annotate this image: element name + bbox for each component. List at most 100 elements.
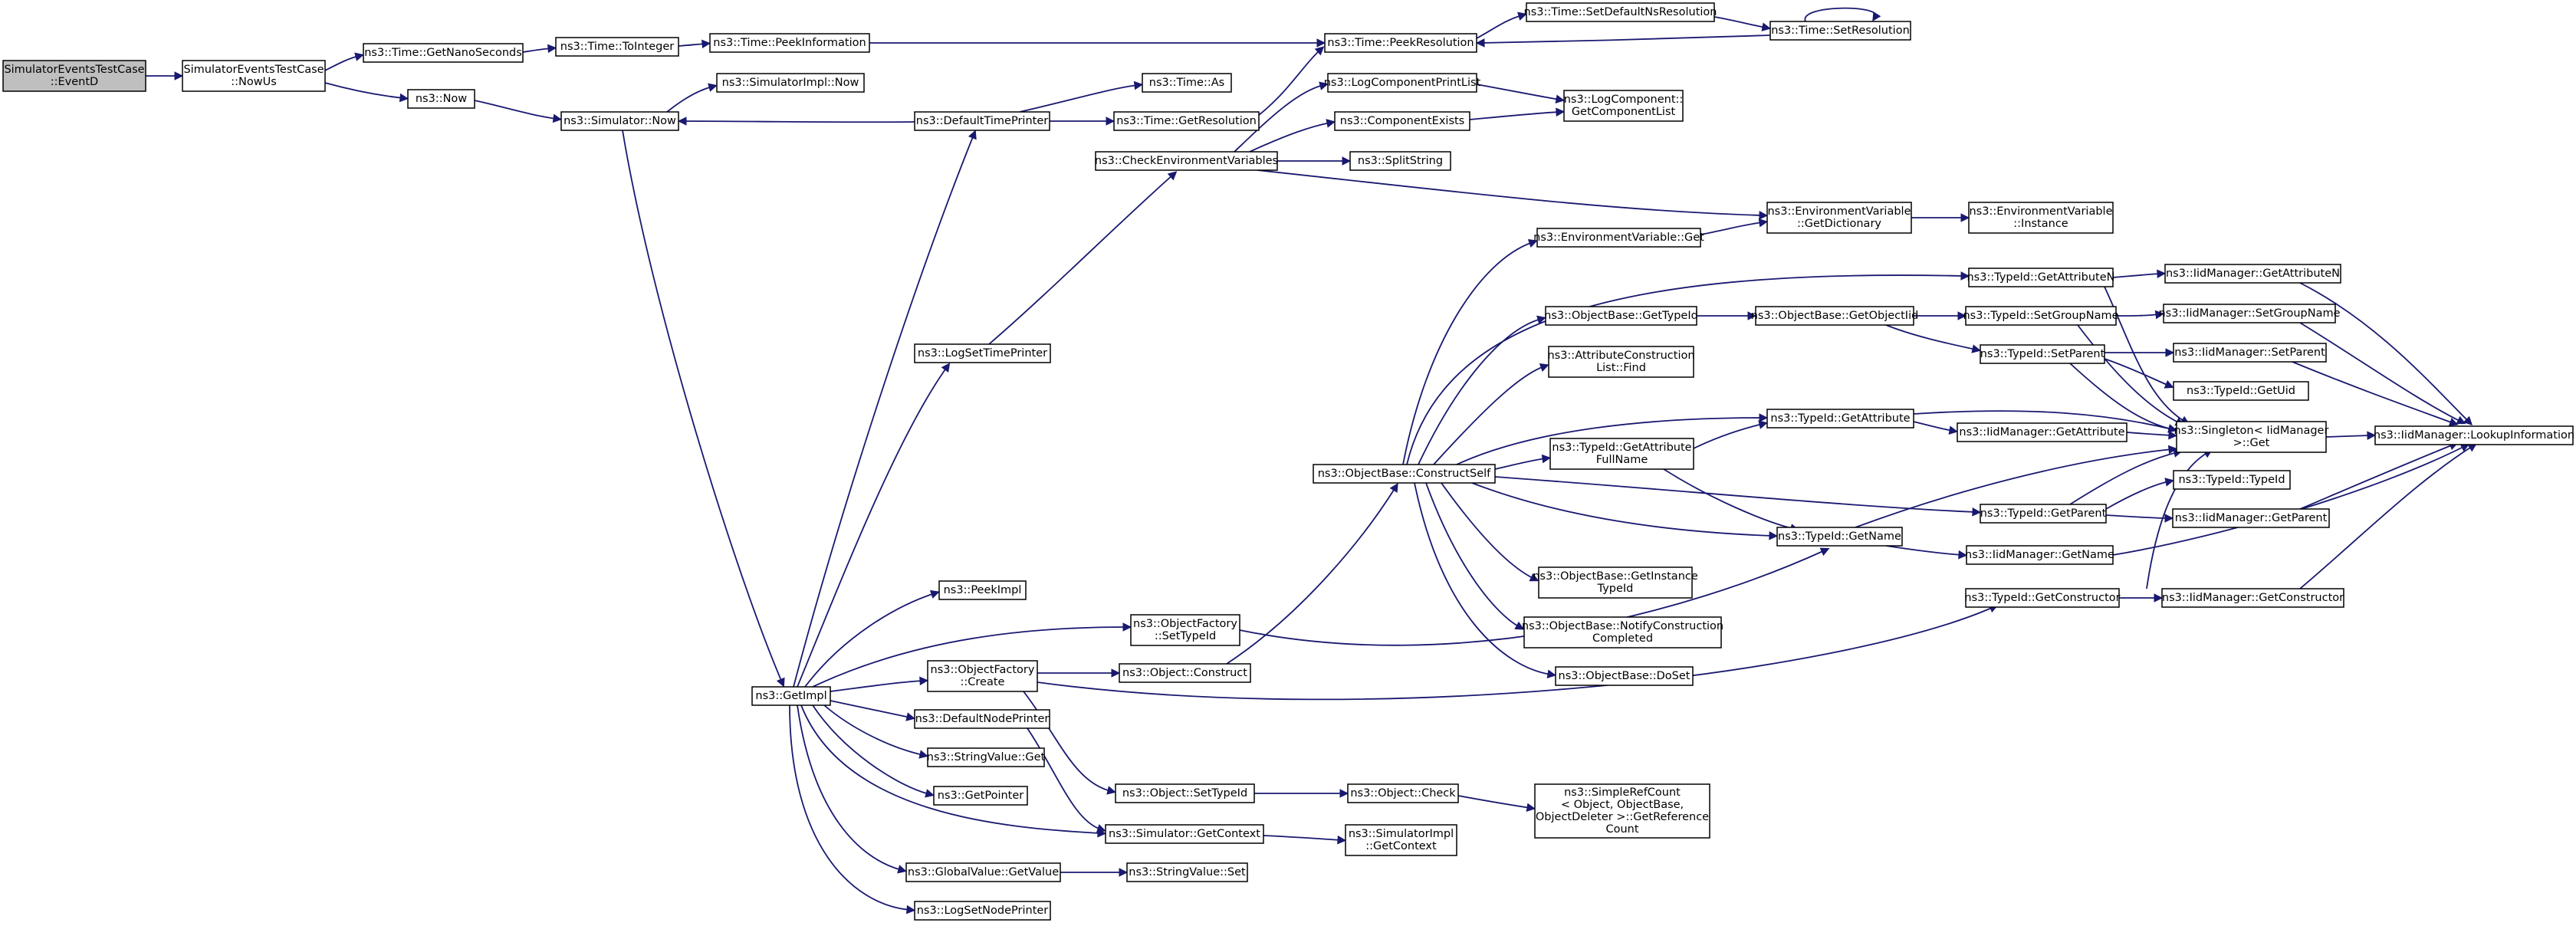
node-stringvalueget[interactable]: ns3::StringValue::Get [927, 747, 1046, 767]
node-iidsetparent[interactable]: ns3::IidManager::SetParent [2173, 343, 2327, 363]
node-simimplnow[interactable]: ns3::SimulatorImpl::Now [716, 73, 865, 93]
node-setdefres[interactable]: ns3::Time::SetDefaultNsResolution [1524, 2, 1717, 22]
node-peekres[interactable]: ns3::Time::PeekResolution [1324, 33, 1477, 53]
node-setgroupname[interactable]: ns3::TypeId::SetGroupName [1963, 306, 2119, 326]
node-envgetdict[interactable]: ns3::EnvironmentVariable::GetDictionary [1766, 202, 1912, 234]
node-lookup[interactable]: ns3::IidManager::LookupInformation [2374, 425, 2574, 445]
node-peekimpl[interactable]: ns3::PeekImpl [938, 580, 1027, 600]
node-deftimeprinter[interactable]: ns3::DefaultTimePrinter [914, 111, 1050, 131]
node-getparent[interactable]: ns3::TypeId::GetParent [1980, 504, 2107, 524]
node-label: ns3::Time::SetResolution [1771, 25, 1910, 37]
node-box [1548, 346, 1694, 378]
node-label: ns3::ObjectBase::NotifyConstruction [1522, 620, 1723, 632]
edge-compexists-to-logcompgetlist [1469, 107, 1566, 120]
node-objconstruct[interactable]: ns3::Object::Construct [1119, 663, 1251, 683]
node-simimplgetcontext[interactable]: ns3::SimulatorImpl::GetContext [1345, 824, 1457, 856]
node-peekinfo[interactable]: ns3::Time::PeekInformation [709, 33, 870, 53]
edge-getattr-to-singleton [1913, 410, 2177, 433]
node-obgetobjtid[interactable]: ns3::ObjectBase::GetObjectIid [1751, 306, 1919, 326]
node-getnano[interactable]: ns3::Time::GetNanoSeconds [363, 43, 524, 63]
node-getconstructor[interactable]: ns3::TypeId::GetConstructor [1964, 588, 2121, 608]
node-simnow[interactable]: ns3::Simulator::Now [560, 111, 679, 131]
node-globalgetvalue[interactable]: ns3::GlobalValue::GetValue [905, 862, 1061, 882]
node-tointeger[interactable]: ns3::Time::ToInteger [555, 37, 679, 57]
edge-arrowhead [1948, 425, 1959, 435]
node-iidgetconstructor[interactable]: ns3::IidManager::GetConstructor [2161, 588, 2344, 608]
edge-getimpl-to-getpointer [812, 704, 935, 798]
node-doset[interactable]: ns3::ObjectBase::DoSet [1555, 666, 1694, 686]
node-compexists[interactable]: ns3::ComponentExists [1334, 111, 1470, 131]
edge-envgetdict-to-envinstance [1911, 213, 1970, 222]
edge-line [830, 700, 911, 718]
node-objsettypeid[interactable]: ns3::Object::SetTypeId [1115, 783, 1255, 803]
edge-line [1494, 476, 1976, 513]
edge-arrowhead [925, 789, 935, 798]
edge-arrowhead [1539, 363, 1549, 372]
node-checkenv[interactable]: ns3::CheckEnvironmentVariables [1095, 151, 1278, 171]
node-setparent[interactable]: ns3::TypeId::SetParent [1980, 344, 2105, 364]
node-splitstring[interactable]: ns3::SplitString [1349, 151, 1451, 171]
edge-ofcreate-to-objsettypeid [1023, 691, 1116, 795]
edge-arrowhead [399, 93, 409, 103]
node-label: ns3::StringValue::Set [1129, 866, 1246, 878]
node-getimpl[interactable]: ns3::GetImpl [751, 686, 831, 706]
edge-line [1855, 448, 2173, 528]
node-envget[interactable]: ns3::EnvironmentVariable::Get [1533, 228, 1704, 248]
node-label: ns3::SimpleRefCount [1564, 786, 1681, 799]
node-iidgetparent[interactable]: ns3::IidManager::GetParent [2172, 508, 2330, 528]
node-iidgetattrn[interactable]: ns3::IidManager::GetAttributeN [2164, 264, 2341, 284]
node-getattrn[interactable]: ns3::TypeId::GetAttributeN [1967, 268, 2115, 287]
node-now[interactable]: ns3::Now [407, 89, 475, 109]
node-box [938, 580, 1027, 600]
node-label: ns3::Time::PeekResolution [1327, 37, 1474, 49]
node-objcheck[interactable]: ns3::Object::Check [1347, 783, 1459, 803]
node-getattr[interactable]: ns3::TypeId::GetAttribute [1766, 409, 1914, 429]
node-label: ns3::TypeId::TypeId [2178, 474, 2285, 486]
node-label: ns3::LogSetTimePrinter [918, 347, 1047, 360]
edge-line [797, 704, 902, 871]
node-typeidtypeid[interactable]: ns3::TypeId::TypeId [2173, 470, 2291, 490]
node-obgettypeid[interactable]: ns3::ObjectBase::GetTypeId [1544, 306, 1698, 326]
node-iidgetname[interactable]: ns3::IidManager::GetName [1965, 545, 2114, 565]
node-label: ns3::LogComponent:: [1564, 94, 1684, 106]
edge-getconstructor-to-iidgetconstructor [2119, 593, 2164, 603]
node-setres[interactable]: ns3::Time::SetResolution [1769, 21, 1911, 41]
edge-arrowhead [1529, 573, 1539, 582]
node-box [1534, 783, 1710, 839]
edge-objcheck-to-simplerefcount [1457, 795, 1536, 813]
node-logsettimeprinter[interactable]: ns3::LogSetTimePrinter [914, 343, 1051, 363]
node-getuid[interactable]: ns3::TypeId::GetUid [2173, 381, 2309, 401]
node-defnodeprinter[interactable]: ns3::DefaultNodePrinter [914, 709, 1050, 729]
edge-line [622, 130, 783, 683]
node-getpointer[interactable]: ns3::GetPointer [933, 786, 1028, 806]
edge-arrowhead [1514, 621, 1525, 630]
node-simplerefcount[interactable]: ns3::SimpleRefCount< Object, ObjectBase,… [1534, 783, 1710, 839]
node-nowus[interactable]: SimulatorEventsTestCase::NowUs [182, 60, 326, 92]
node-label: ns3::ObjectBase::GetObjectIid [1751, 310, 1919, 322]
edge-line [1023, 691, 1112, 792]
node-logcompprint[interactable]: ns3::LogComponentPrintList [1324, 73, 1481, 93]
node-simgetcontext[interactable]: ns3::Simulator::GetContext [1105, 824, 1264, 844]
node-box [751, 686, 831, 706]
node-iidgetattr[interactable]: ns3::IidManager::GetAttribute [1957, 422, 2128, 442]
node-ofcreate[interactable]: ns3::ObjectFactory::Create [927, 660, 1038, 692]
node-singleton[interactable]: ns3::Singleton< IidManager >::Get [2174, 421, 2329, 453]
node-getname[interactable]: ns3::TypeId::GetName [1776, 527, 1903, 547]
node-logcompgetlist[interactable]: ns3::LogComponent::GetComponentList [1563, 90, 1684, 122]
node-envinstance[interactable]: ns3::EnvironmentVariable::Instance [1968, 202, 2114, 234]
edge-checkenv-to-logcompprint [1234, 81, 1329, 153]
node-constructself[interactable]: ns3::ObjectBase::ConstructSelf [1313, 464, 1496, 484]
node-stringvalueset[interactable]: ns3::StringValue::Set [1126, 862, 1248, 882]
node-getres[interactable]: ns3::Time::GetResolution [1113, 111, 1260, 131]
node-box [1957, 422, 2128, 442]
node-notifyconstr[interactable]: ns3::ObjectBase::NotifyConstructionCompl… [1522, 616, 1723, 649]
node-logsetnodeprinter[interactable]: ns3::LogSetNodePrinter [914, 901, 1051, 921]
node-timeas[interactable]: ns3::Time::As [1142, 73, 1232, 93]
node-ofsettypeid[interactable]: ns3::ObjectFactory::SetTypeId [1130, 614, 1240, 646]
edge-line [1249, 122, 1331, 153]
node-label: ns3::TypeId::GetName [1778, 530, 1901, 543]
node-iidsetgroupname[interactable]: ns3::IidManager::SetGroupName [2158, 304, 2341, 323]
